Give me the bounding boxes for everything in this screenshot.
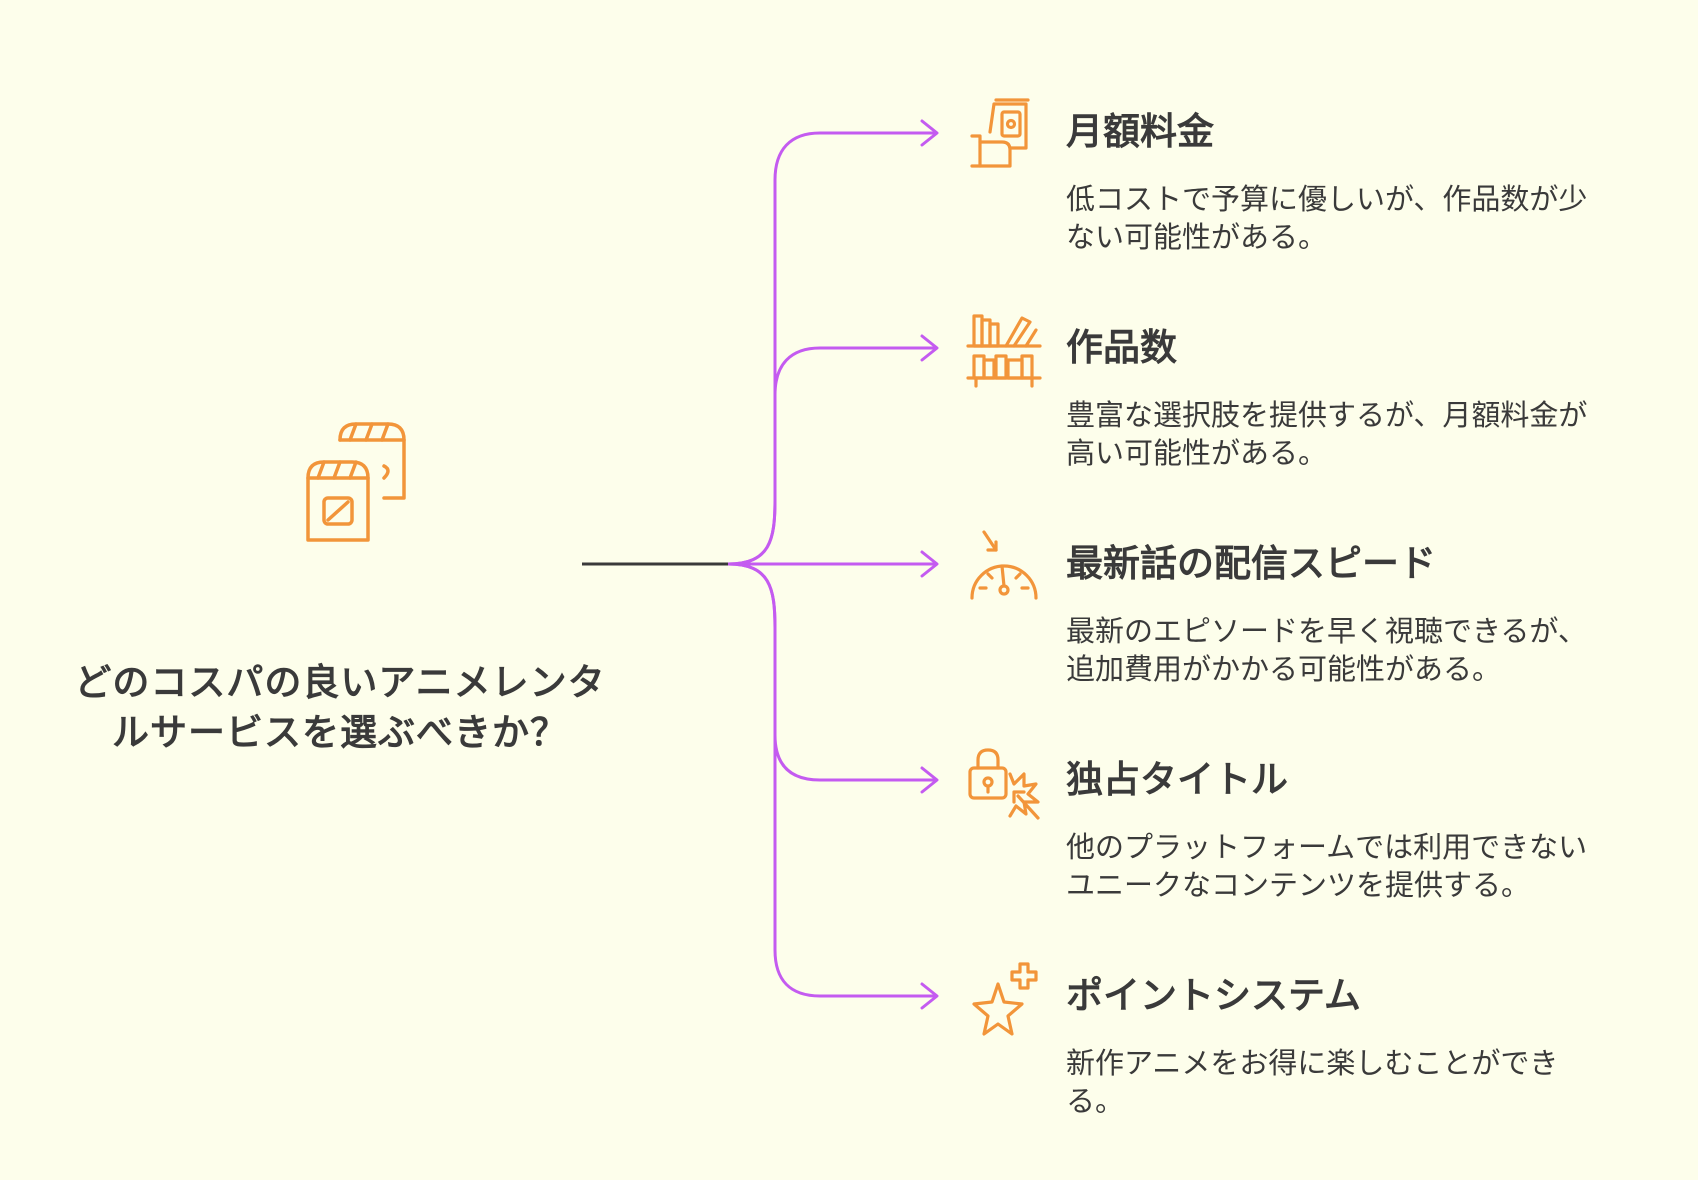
clapperboard-icon — [306, 422, 406, 542]
arrowhead-4 — [920, 766, 939, 794]
branch-desc-exclusive-titles: 他のプラットフォームでは利用できない ユニークなコンテンツを提供する。 — [1066, 828, 1626, 904]
branch-title-monthly-fee: 月額料金 — [1066, 110, 1214, 153]
arrowhead-1 — [920, 119, 939, 147]
branch-line-2 — [727, 346, 935, 566]
branch-desc-catalog-size: 豊富な選択肢を提供するが、月額料金が 高い可能性がある。 — [1066, 396, 1626, 472]
branch-title-point-system: ポイントシステム — [1066, 974, 1361, 1017]
desc-line: ユニークなコンテンツを提供する。 — [1066, 868, 1531, 902]
branch-desc-point-system: 新作アニメをお得に楽しむことができ る。 — [1066, 1044, 1626, 1120]
star-plus-icon — [972, 962, 1038, 1036]
desc-line: る。 — [1066, 1084, 1125, 1118]
bookshelf-icon — [966, 314, 1042, 388]
arrowhead-5 — [920, 982, 939, 1010]
desc-line: 他のプラットフォームでは利用できない — [1066, 830, 1588, 864]
desc-line: 追加費用がかかる可能性がある。 — [1066, 652, 1502, 686]
desc-line: 最新のエピソードを早く視聴できるが、 — [1066, 614, 1587, 648]
desc-line: 低コストで予算に優しいが、作品数が少 — [1066, 182, 1588, 216]
arrowhead-2 — [920, 334, 939, 362]
branch-title-exclusive-titles: 独占タイトル — [1066, 758, 1288, 801]
money-hand-icon — [970, 98, 1030, 168]
branch-line-4 — [727, 562, 935, 782]
branch-title-delivery-speed: 最新話の配信スピード — [1066, 542, 1436, 585]
arrowhead-3 — [920, 550, 939, 578]
branch-desc-monthly-fee: 低コストで予算に優しいが、作品数が少 ない可能性がある。 — [1066, 180, 1626, 256]
desc-line: 高い可能性がある。 — [1066, 436, 1328, 470]
branch-title-catalog-size: 作品数 — [1066, 326, 1177, 369]
branch-desc-delivery-speed: 最新のエピソードを早く視聴できるが、 追加費用がかかる可能性がある。 — [1066, 612, 1626, 688]
desc-line: 新作アニメをお得に楽しむことができ — [1066, 1046, 1559, 1080]
desc-line: ない可能性がある。 — [1066, 220, 1328, 254]
central-question: どのコスパの良いアニメレンタ ルサービスを選ぶべきか？ — [50, 658, 630, 758]
branch-line-5 — [727, 562, 935, 998]
central-question-line-1: どのコスパの良いアニメレンタ — [74, 661, 606, 704]
speedometer-icon — [970, 530, 1038, 600]
desc-line: 豊富な選択肢を提供するが、月額料金が — [1066, 398, 1588, 432]
lock-burst-icon — [968, 748, 1040, 820]
central-question-line-2: ルサービスを選ぶべきか？ — [112, 711, 568, 754]
